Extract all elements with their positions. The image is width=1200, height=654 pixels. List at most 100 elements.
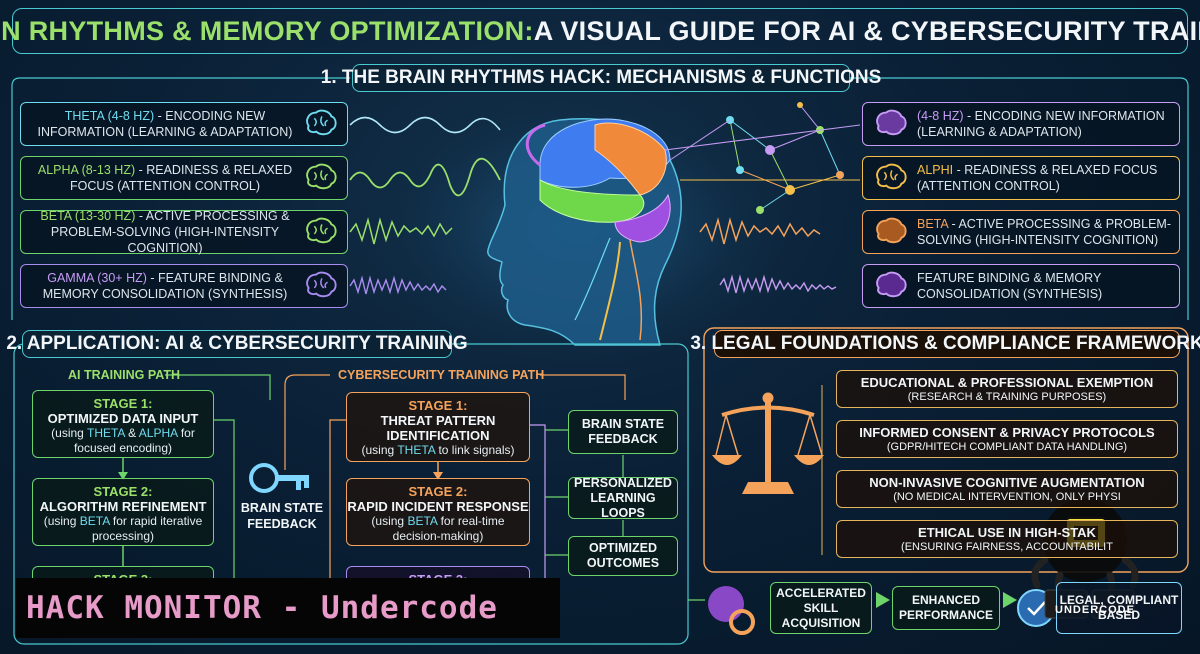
outcome-bus xyxy=(530,424,546,600)
cyber-feedback-line xyxy=(329,419,346,600)
outcome-brain-state-feedback: BRAIN STATE FEEDBACK xyxy=(568,410,678,454)
undercode-logo-text: UNDERCODE xyxy=(1055,604,1135,616)
flow-accelerated-skill: ACCELERATED SKILL ACQUISITION xyxy=(770,582,872,634)
cyber-stage-2-heading: RAPID INCIDENT RESPONSE xyxy=(347,499,529,514)
right-connector-1 xyxy=(664,119,861,161)
title-rest: A VISUAL GUIDE FOR AI & CYBERSECURITY TR… xyxy=(533,15,1200,46)
right-theta-band: (4-8 Hz) xyxy=(917,109,964,123)
spine-line-3 xyxy=(574,237,611,321)
ai-stage-2-heading: ALGORITHM REFINEMENT xyxy=(39,499,207,514)
cyber-path-label: CYBERSECURITY TRAINING PATH xyxy=(338,368,545,382)
alpha-desc: - READINESS & RELAXED FOCUS (ATTENTION C… xyxy=(69,163,293,193)
section1-frame-right xyxy=(850,77,1189,320)
brain-icon xyxy=(306,217,337,244)
theta-band: THETA (4-8 Hz) xyxy=(64,109,155,123)
page-title: BRAIN RHYTHMS & MEMORY OPTIMIZATION: A V… xyxy=(0,8,1200,54)
right-beta-box: BETA - ACTIVE PROCESSING & PROBLEM-SOLVI… xyxy=(862,210,1180,254)
ai-stage-2: STAGE 2: ALGORITHM REFINEMENT (using BET… xyxy=(32,478,214,546)
brain-cerebellum xyxy=(614,193,671,243)
outcome-branches xyxy=(545,429,568,556)
outcome-personalized-loops: PERSONALIZED LEARNING LOOPS xyxy=(568,476,678,520)
ai-stage-2-desc: (using BETA for rapid iterative processi… xyxy=(43,514,203,543)
brain-icon xyxy=(876,109,907,136)
cyber-stage-1-num: STAGE 1: xyxy=(408,398,468,413)
brain-icon xyxy=(876,217,907,244)
section1-title: 1. THE BRAIN RHYTHMS HACK: MECHANISMS & … xyxy=(321,64,881,92)
section3-frame xyxy=(703,327,1189,573)
brain-icon xyxy=(306,109,337,136)
gamma-wave xyxy=(349,275,447,295)
flow-legal-compliant: LEGAL, COMPLIANT BASED xyxy=(1056,582,1182,634)
outcome-optimized: OPTIMIZED OUTCOMES xyxy=(568,536,678,576)
brain-icon xyxy=(876,163,907,190)
alpha-band: ALPHA (8-13 Hz) xyxy=(37,163,136,177)
flow-arrow-1 xyxy=(876,592,890,608)
legal-item-2: INFORMED CONSENT & PRIVACY PROTOCOLS(GDP… xyxy=(836,420,1178,458)
theta-desc: - ENCODING NEW INFORMATION (LEARNING & A… xyxy=(37,109,293,139)
brain-icon xyxy=(306,163,337,190)
spine-line-2 xyxy=(629,239,643,341)
ai-path-label: AI TRAINING PATH xyxy=(68,368,181,382)
right-gamma-desc: FEATURE BINDING & MEMORY CONSOLIDATION (… xyxy=(917,271,1103,301)
right-beta-desc: - ACTIVE PROCESSING & PROBLEM-SOLVING (H… xyxy=(917,217,1171,247)
right-beta-band: BETA xyxy=(917,217,949,231)
cyber-stage-1-desc: (using THETA to link signals) xyxy=(361,443,515,457)
flow-arrow-2 xyxy=(1003,592,1017,608)
cyber-stage-arrowhead-1 xyxy=(433,472,443,480)
right-theta-box: (4-8 Hz) - ENCODING NEW INFORMATION (LEA… xyxy=(862,102,1180,146)
brain-gear-icon xyxy=(708,586,755,635)
hack-monitor-watermark: HACK MONITOR - Undercode xyxy=(16,578,560,638)
brain-temporal-lobe xyxy=(539,179,645,223)
theta-box: THETA (4-8 Hz) - ENCODING NEW INFORMATIO… xyxy=(20,102,348,146)
section3-title: 3. LEGAL FOUNDATIONS & COMPLIANCE FRAMEW… xyxy=(690,330,1200,358)
ai-stage-1-heading: OPTIMIZED DATA INPUT xyxy=(47,411,199,426)
ai-feedback-line xyxy=(214,419,235,590)
cyber-stage-1-heading: THREAT PATTERN IDENTIFICATION xyxy=(380,413,496,443)
cyber-stage-2: STAGE 2: RAPID INCIDENT RESPONSE (using … xyxy=(346,478,530,546)
ai-path-arrow xyxy=(165,374,271,400)
ai-stage-1: STAGE 1: OPTIMIZED DATA INPUT (using THE… xyxy=(32,390,214,458)
spine-line-1 xyxy=(599,241,621,341)
ai-stage-1-desc: (using THETA & ALPHA for focused encodin… xyxy=(51,426,195,455)
gamma-band: GAMMA (30+ Hz) xyxy=(47,271,147,285)
right-gamma-wave xyxy=(719,274,837,294)
brain-parietal-lobe xyxy=(594,122,667,196)
right-gamma-box: FEATURE BINDING & MEMORY CONSOLIDATION (… xyxy=(862,264,1180,308)
section2-title: 2. APPLICATION: AI & CYBERSECURITY TRAIN… xyxy=(6,330,468,358)
beta-desc: - ACTIVE PROCESSING & PROBLEM-SOLVING (H… xyxy=(50,209,290,255)
brain-icon xyxy=(306,271,337,298)
legal-item-4: ETHICAL USE IN HIGH-STAK(ENSURING FAIRNE… xyxy=(836,520,1178,558)
right-alpha-desc: - READINESS & RELAXED FOCUS (ATTENTION C… xyxy=(917,163,1158,193)
section1-frame-left xyxy=(11,77,350,320)
alpha-wave xyxy=(349,157,501,197)
gamma-box: GAMMA (30+ Hz) - FEATURE BINDING & MEMOR… xyxy=(20,264,348,308)
legal-item-1: EDUCATIONAL & PROFESSIONAL EXEMPTION(RES… xyxy=(836,370,1178,408)
alpha-box: ALPHA (8-13 Hz) - READINESS & RELAXED FO… xyxy=(20,156,348,200)
right-alpha-box: ALPHI - READINESS & RELAXED FOCUS (ATTEN… xyxy=(862,156,1180,200)
scales-icon xyxy=(712,392,824,494)
legal-item-3: NON-INVASIVE COGNITIVE AUGMENTATION(NO M… xyxy=(836,470,1178,508)
title-highlight: BRAIN RHYTHMS & MEMORY OPTIMIZATION: xyxy=(0,15,534,46)
cyber-stage-2-desc: (using BETA for real-time decision-makin… xyxy=(371,514,505,543)
flow-enhanced-performance: ENHANCED PERFORMANCE xyxy=(892,586,1000,630)
brain-icon xyxy=(876,271,907,298)
beta-box: BETA (13-30 Hz) - ACTIVE PROCESSING & PR… xyxy=(20,209,348,255)
cyber-path-right xyxy=(540,374,626,400)
ai-stage-2-num: STAGE 2: xyxy=(93,484,153,499)
key-icon xyxy=(249,463,309,493)
beta-band: BETA (13-30 Hz) xyxy=(40,209,136,223)
gamma-desc: - FEATURE BINDING & MEMORY CONSOLIDATION… xyxy=(42,271,288,301)
ai-stage-1-num: STAGE 1: xyxy=(93,396,153,411)
right-theta-desc: - ENCODING NEW INFORMATION (LEARNING & A… xyxy=(917,109,1165,139)
cyber-stage-1: STAGE 1: THREAT PATTERN IDENTIFICATION (… xyxy=(346,392,530,462)
cyber-stage-2-num: STAGE 2: xyxy=(408,484,468,499)
brain-edge xyxy=(525,123,546,167)
right-alpha-band: ALPHI xyxy=(917,163,954,177)
cyber-path-left xyxy=(284,374,330,470)
key-feedback-label: BRAIN STATE FEEDBACK xyxy=(240,501,324,531)
beta-wave xyxy=(349,217,453,245)
theta-wave xyxy=(349,116,501,134)
right-beta-wave xyxy=(699,217,821,245)
